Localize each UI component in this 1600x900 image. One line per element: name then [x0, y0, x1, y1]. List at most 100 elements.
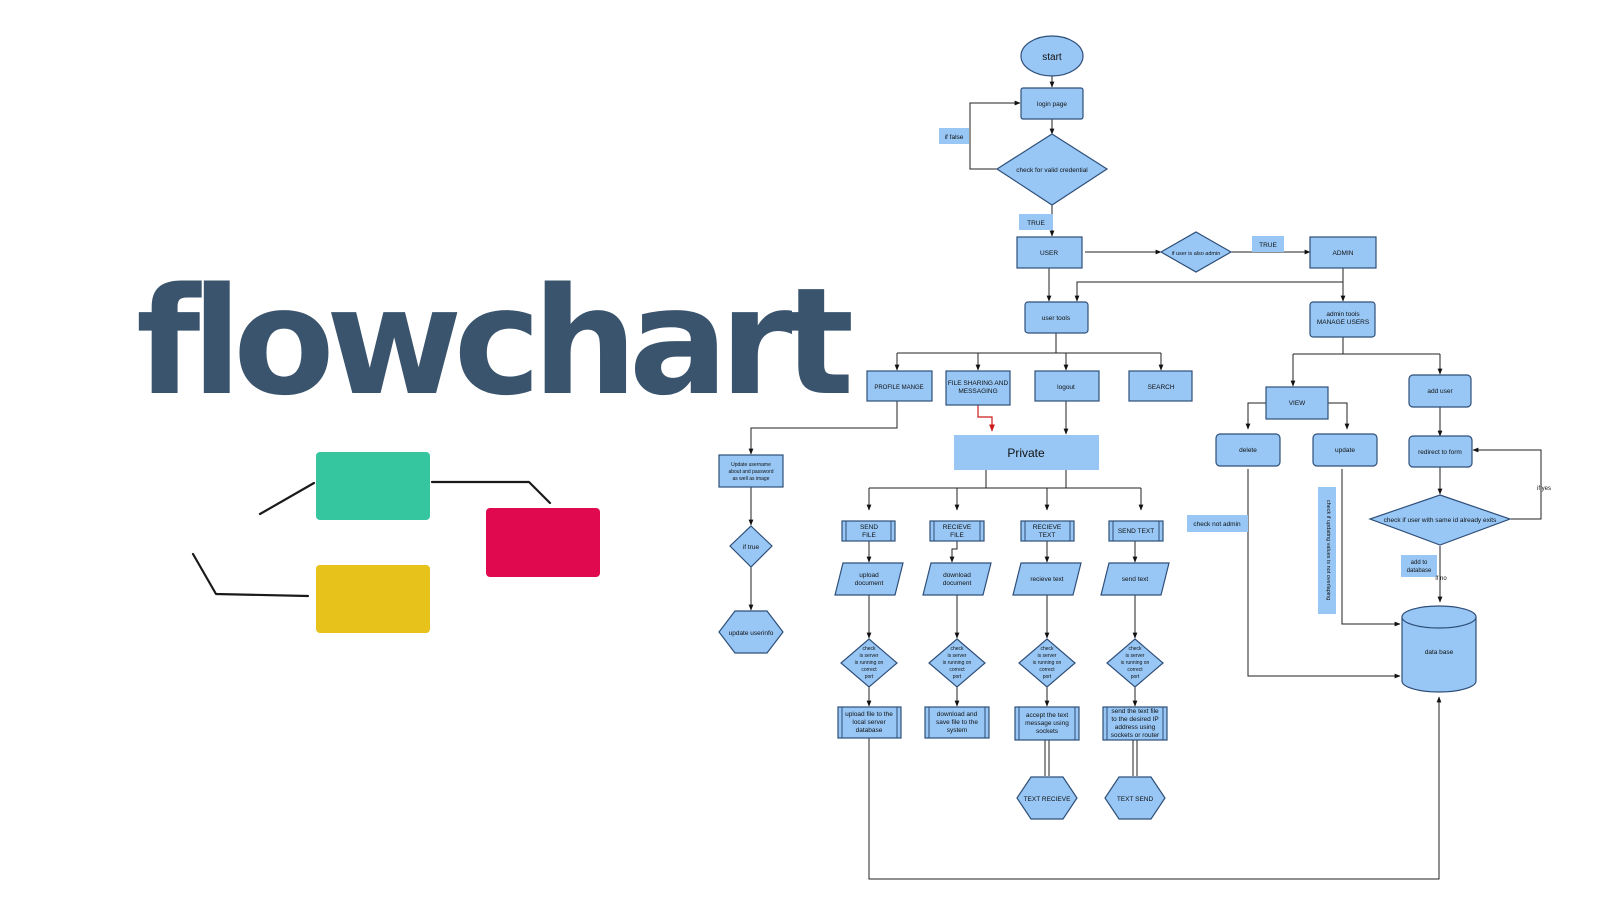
decorative-graphic [191, 452, 600, 633]
user-tools-label: user tools [1042, 315, 1071, 322]
check-server-label: check [862, 646, 876, 652]
upload-file-process [837, 706, 902, 739]
login-page-box [1020, 87, 1084, 120]
profile-manage-label: PROFILE MANGE [874, 385, 923, 391]
check-updating-tag [1318, 487, 1336, 614]
update-label: update [1335, 447, 1355, 454]
check-server-label: is running on [943, 660, 972, 666]
recieve-file-label-2: FILE [950, 532, 964, 539]
check-server-diamond [1106, 638, 1164, 688]
send-text-label: SEND TEXT [1118, 528, 1154, 535]
admin-tools-box [1309, 301, 1376, 338]
if-yes-label: if yes [1537, 486, 1551, 492]
admin-box [1309, 236, 1377, 269]
view-box [1265, 386, 1329, 420]
check-server-label: port [1043, 674, 1052, 680]
recieve-text-io-label: recieve text [1030, 576, 1063, 583]
search-label: SEARCH [1147, 384, 1174, 391]
download-document-io [922, 562, 992, 596]
send-text-io-label: send text [1122, 576, 1149, 583]
check-same-id-label: check if user with same id already exits [1384, 517, 1497, 524]
check-credential-diamond [995, 133, 1109, 206]
file-sharing-box [945, 370, 1011, 406]
add-user-box [1408, 374, 1472, 408]
check-server-diamond [1018, 638, 1076, 688]
check-credential-label: check for valid credential [1016, 167, 1088, 174]
admin-tools-label-2: MANAGE USERS [1317, 319, 1370, 326]
download-document-label-2: document [943, 580, 972, 587]
accept-text-label-3: sockets [1036, 728, 1059, 735]
check-updating-label: check if updating values is not overlapi… [1325, 500, 1331, 600]
connector [868, 696, 1442, 880]
admin-tools-label-1: admin tools [1326, 311, 1360, 318]
login-page-label: login page [1037, 101, 1067, 108]
check-server-label: is server [1126, 653, 1145, 659]
send-text-ip-label-1: send the text file [1111, 708, 1159, 715]
upload-file-label-2: local server [852, 719, 886, 726]
text-recieve-label: TEXT RECIEVE [1024, 796, 1072, 803]
connector [1472, 447, 1542, 520]
true-label-2: TRUE [1259, 242, 1277, 249]
check-server-label: correct [1039, 667, 1055, 673]
upload-document-label-2: document [855, 580, 884, 587]
upload-document-io [834, 562, 904, 596]
download-save-label-2: save file to the [936, 719, 978, 726]
data-base-label: data base [1425, 649, 1454, 656]
logout-label: logout [1057, 384, 1075, 391]
text-recieve-hexagon [1016, 776, 1078, 820]
search-box [1128, 370, 1193, 402]
logout-box [1034, 370, 1100, 402]
recieve-text-label-1: RECIEVE [1033, 524, 1062, 531]
check-same-id-diamond [1368, 494, 1512, 546]
start-terminal [1020, 35, 1084, 77]
true-label-1: TRUE [1027, 220, 1045, 227]
check-server-label: check [1040, 646, 1054, 652]
check-server-label: is server [860, 653, 879, 659]
recieve-text-io [1012, 562, 1082, 596]
send-text-io [1100, 562, 1170, 596]
update-username-label-2: about and password [728, 469, 773, 475]
check-server-diamond [928, 638, 986, 688]
send-text-ip-label-3: address using [1115, 724, 1156, 731]
check-server-label: port [1131, 674, 1140, 680]
download-save-label-3: system [947, 727, 968, 734]
download-save-process [924, 706, 990, 739]
send-text-ip-process [1102, 706, 1168, 741]
decor-crimson-block [486, 508, 600, 577]
recieve-text-process [1020, 520, 1075, 542]
check-server-label: is running on [1033, 660, 1062, 666]
connector [1245, 402, 1266, 430]
admin-check-diamond [1159, 231, 1233, 273]
recieve-file-label-1: RECIEVE [943, 524, 972, 531]
true-tag-2 [1252, 236, 1284, 252]
add-user-label: add user [1427, 388, 1453, 395]
check-server-label: is running on [1121, 660, 1150, 666]
check-server-label: check [1128, 646, 1142, 652]
file-sharing-label-1: FILE SHARING AND [948, 380, 1009, 387]
private-label: Private [1007, 446, 1045, 460]
upload-file-label-1: upload file to the [845, 711, 893, 718]
connector [949, 541, 958, 563]
redirect-to-form-label: redirect to form [1418, 449, 1462, 456]
update-userinfo-label: update userinfo [729, 630, 774, 637]
decor-mustard-block [316, 565, 430, 633]
update-userinfo-hexagon [718, 610, 784, 654]
download-save-label-1: download and [937, 711, 978, 718]
accept-text-label-1: accept the text [1026, 712, 1068, 719]
connector [1074, 268, 1344, 302]
check-not-admin-tag [1187, 515, 1248, 532]
text-send-hexagon [1104, 776, 1166, 820]
user-tools-box [1024, 301, 1089, 334]
send-file-process [841, 520, 896, 542]
send-text-ip-label-4: sockets or router [1111, 732, 1160, 739]
true-tag-1 [1019, 214, 1053, 230]
check-server-label: port [865, 674, 874, 680]
start-label: start [1042, 52, 1062, 63]
user-box [1016, 236, 1083, 269]
send-file-label-1: SEND [860, 524, 878, 531]
send-text-ip-label-2: to the desired IP [1111, 716, 1158, 723]
download-document-label-1: download [943, 572, 971, 579]
flowchart-title: flowchart [136, 256, 854, 428]
delete-label: delete [1239, 447, 1257, 454]
